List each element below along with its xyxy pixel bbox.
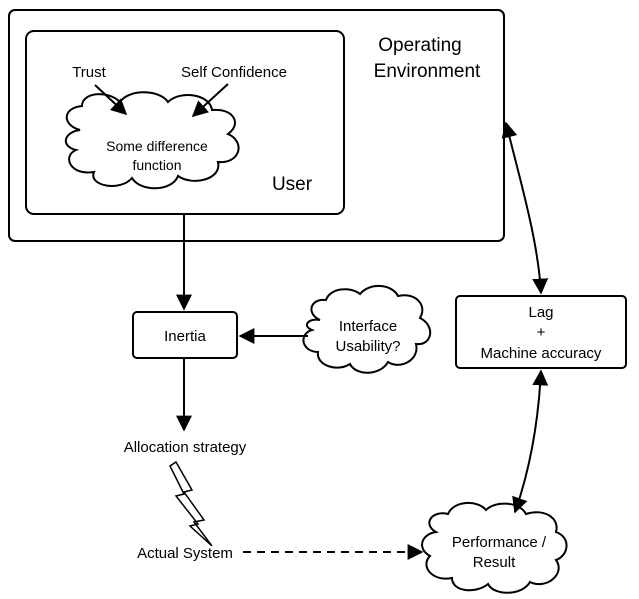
interface-usability-line1: Interface — [339, 318, 397, 335]
interface-usability-line2: Usability? — [335, 338, 400, 355]
user-label: User — [272, 174, 313, 195]
operating-environment-label-line2: Environment — [374, 61, 481, 82]
lag-performance-bidirectional-arrow — [512, 369, 549, 514]
trust-arrow — [94, 84, 128, 116]
lag-plus-label: + — [537, 324, 546, 341]
lightning-bolt-icon — [169, 460, 213, 547]
lag-label: Lag — [528, 304, 553, 321]
difference-function-line1: Some difference — [106, 138, 208, 154]
actual-system-label: Actual System — [137, 545, 233, 562]
inertia-label: Inertia — [164, 328, 206, 345]
interface-usability-cloud — [302, 285, 431, 374]
performance-result-line1: Performance / — [452, 534, 547, 551]
self-confidence-arrow — [191, 83, 229, 118]
self-confidence-label: Self Confidence — [181, 64, 287, 81]
trust-label: Trust — [72, 64, 106, 81]
performance-result-line2: Result — [473, 554, 516, 571]
environment-lag-bidirectional-arrow — [501, 121, 549, 295]
allocation-strategy-label: Allocation strategy — [124, 439, 247, 456]
lag-machine-accuracy-box — [455, 295, 627, 369]
operating-environment-label-line1: Operating — [378, 35, 461, 56]
machine-accuracy-label: Machine accuracy — [481, 345, 602, 362]
performance-result-cloud — [421, 502, 568, 594]
difference-function-line2: function — [132, 157, 181, 173]
